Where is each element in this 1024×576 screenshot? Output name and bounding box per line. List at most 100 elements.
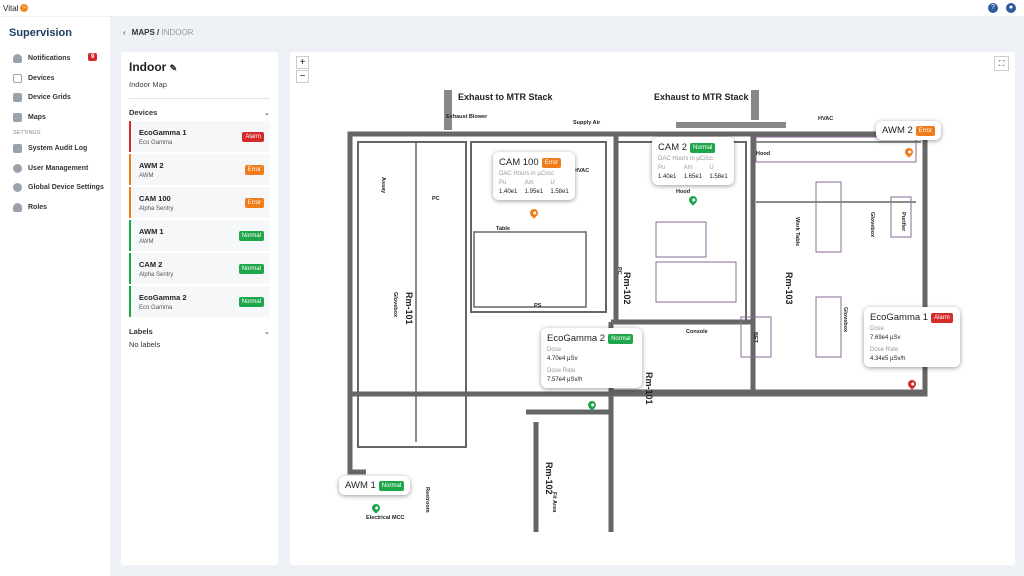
status-badge: Normal [608, 333, 634, 344]
sidebar-item-device-grids[interactable]: Device Grids [0, 88, 110, 108]
status-badge: Alarm [242, 131, 264, 142]
floor-plan-label: Hood [676, 189, 690, 195]
fullscreen-button[interactable]: ⛶ [994, 56, 1009, 71]
status-badge: Error [244, 197, 264, 208]
notification-count-badge: 9 [88, 53, 98, 61]
sidebar-item-user-management[interactable]: User Management [0, 159, 110, 179]
sidebar-title: Supervision [9, 27, 72, 39]
user-plus-icon [13, 202, 22, 212]
map-title-text: Indoor [129, 60, 167, 74]
zoom-out-button[interactable]: − [296, 70, 309, 83]
sidebar-item-label: Device Grids [28, 94, 71, 102]
labels-header-label: Labels [129, 327, 153, 336]
sidebar-item-label: Roles [28, 203, 48, 211]
sidebar-item-label: Notifications [28, 55, 71, 63]
sidebar-item-label: System Audit Log [28, 145, 88, 153]
map-description: Indoor Map [129, 80, 270, 99]
floor-plan-label: Glovebox [869, 212, 875, 238]
device-name: EcoGamma 2 [139, 292, 187, 302]
chevron-down-icon: ⌄ [263, 327, 270, 336]
map-title: Indoor ✎ [129, 60, 270, 74]
status-badge: Normal [238, 263, 264, 274]
sidebar-item-devices[interactable]: Devices [0, 69, 110, 89]
popup-device-name: AWM 2 [882, 125, 913, 136]
floor-plan-label: Assay [380, 177, 386, 194]
floor-plan-label: PS [534, 303, 542, 309]
sidebar: Supervision Notifications 9 Devices Devic… [0, 17, 110, 576]
floor-plan-label: Rm-101 [644, 372, 654, 405]
no-labels-text: No labels [129, 340, 161, 349]
floor-plan-label: Exhaust Blower [446, 114, 488, 120]
zoom-in-button[interactable]: + [296, 56, 309, 69]
sidebar-item-notifications[interactable]: Notifications 9 [0, 49, 110, 69]
floor-plan-label: Rm-103 [784, 272, 794, 305]
edit-pencil-icon[interactable]: ✎ [169, 63, 178, 73]
col-label: Pu [499, 180, 507, 186]
col-label: U [550, 180, 555, 186]
devices-header-label: Devices [129, 108, 158, 117]
status-badge: Normal [238, 230, 264, 241]
sidebar-item-label: Maps [28, 113, 46, 121]
col-label: Am [683, 165, 693, 171]
device-name: CAM 2 [139, 259, 163, 269]
status-badge: Error [915, 125, 936, 136]
popup-metric-label: DAC Hours in µCi/cc [499, 171, 555, 177]
floor-plan-label: Rm-102 [544, 462, 554, 495]
sidebar-item-label: Devices [28, 74, 55, 82]
floor-plan-label: BET [752, 332, 758, 344]
sidebar-item-roles[interactable]: Roles [0, 198, 110, 218]
floor-plan-label: Glovebox [842, 307, 848, 333]
floor-plan-label: Glovebox [392, 292, 398, 318]
floor-plan-label: Exhaust to MTR Stack [654, 92, 750, 102]
col-label: Pu [658, 165, 666, 171]
users-icon [13, 163, 22, 173]
dose-rate-value: 4.34e5 µSv/h [870, 356, 906, 362]
value: 1.65e1 [683, 174, 703, 180]
popup-device-name: CAM 2 [658, 142, 688, 153]
status-badge: Alarm [931, 312, 953, 323]
top-bar: Vital~ ?● [0, 0, 1024, 16]
sidebar-item-audit-log[interactable]: System Audit Log [0, 139, 110, 159]
status-badge: Normal [690, 142, 716, 153]
floor-plan-label: Restroom [424, 487, 430, 513]
sidebar-item-maps[interactable]: Maps [0, 108, 110, 128]
chevron-down-icon: ⌄ [263, 108, 270, 117]
sidebar-item-label: User Management [28, 164, 89, 172]
back-chevron-icon[interactable]: ‹ [123, 28, 126, 37]
sidebar-item-global-settings[interactable]: Global Device Settings [0, 178, 110, 198]
floor-plan-label: PC [432, 196, 440, 202]
breadcrumb-current: INDOOR [161, 28, 194, 37]
status-badge: Error [541, 157, 561, 168]
dose-rate-value: 7.57e4 µSv/h [547, 377, 583, 383]
labels-section-header[interactable]: Labels ⌄ [129, 327, 270, 336]
settings-section-label: SETTINGS [13, 130, 41, 136]
popup-device-name: EcoGamma 2 [547, 333, 606, 344]
breadcrumb-maps-link[interactable]: MAPS [131, 28, 155, 37]
floor-plan-label: HVAC [818, 116, 833, 122]
device-name: AWM 1 [139, 226, 164, 236]
sidebar-item-label: Global Device Settings [28, 184, 104, 192]
help-icon[interactable]: ? [988, 3, 998, 13]
value: 1.40e1 [658, 174, 677, 180]
value: 1.58e1 [709, 174, 728, 180]
app-name: Vital [3, 3, 19, 13]
map-icon [13, 112, 22, 122]
user-icon[interactable]: ● [1006, 3, 1016, 13]
devices-section-header[interactable]: Devices ⌄ [129, 108, 270, 117]
popup-device-name: AWM 1 [345, 480, 376, 491]
floor-plan-label: Electrical MCC [366, 515, 405, 521]
